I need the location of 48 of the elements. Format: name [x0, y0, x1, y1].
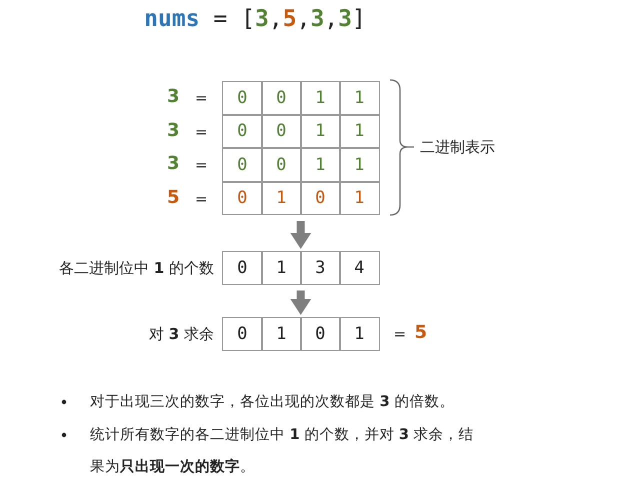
- arrow: [290, 290, 312, 315]
- grid-cell: 1: [300, 114, 340, 148]
- row-number: 3: [167, 87, 180, 107]
- row-number: 5: [167, 188, 180, 208]
- arrow: [290, 221, 312, 249]
- grid-cell: 1: [261, 182, 302, 215]
- brace-label: 二进制表示: [420, 137, 495, 157]
- equals-sign: =: [195, 122, 208, 142]
- grid-cell: 3: [300, 251, 340, 284]
- grid-cell: 0: [261, 81, 302, 114]
- bit-row: [222, 182, 380, 215]
- grid-cell: 4: [339, 251, 380, 284]
- grid-cell: 0: [222, 251, 262, 284]
- grid-cell: 0: [222, 182, 262, 215]
- title: nums = [3,5,3,3]: [143, 6, 367, 32]
- bit-row: [222, 148, 380, 182]
- row-label: 各二进制位中 1 的个数: [59, 258, 214, 278]
- grid-cell: 1: [261, 251, 302, 284]
- grid-cell: 0: [261, 148, 302, 182]
- equals-sign: =: [195, 88, 208, 108]
- grid-cell: 0: [300, 182, 340, 215]
- row-number: 3: [167, 120, 180, 140]
- row-number: 3: [167, 154, 180, 174]
- equals-sign: =: [394, 324, 406, 344]
- note-text: 统计所有数字的各二进制位中 1 的个数，并对 3 求余，结果为只出现一次的数字。: [90, 426, 475, 477]
- grid-cell: 0: [222, 114, 262, 148]
- grid-cell: 0: [222, 81, 262, 114]
- equals-sign: =: [195, 155, 208, 175]
- grid-cell: 0: [222, 317, 262, 350]
- bit-row: [222, 317, 380, 350]
- bit-row: [222, 114, 380, 148]
- grid-cell: 1: [300, 148, 340, 182]
- grid-cell: 1: [339, 81, 380, 114]
- grid-cell: 1: [339, 182, 380, 215]
- equals-sign: =: [195, 188, 208, 208]
- grid-cell: 0: [222, 148, 262, 182]
- result-number: 5: [414, 323, 428, 343]
- bit-row: [222, 251, 380, 284]
- row-label: 对 3 求余: [149, 324, 214, 344]
- grid-cell: 1: [261, 317, 302, 350]
- grid-cell: 1: [339, 317, 380, 350]
- grid-cell: 1: [300, 81, 340, 114]
- bit-row: [222, 81, 380, 114]
- note-text: 对于出现三次的数字，各位出现的次数都是 3 的倍数。: [90, 392, 456, 412]
- grid-cell: 1: [339, 114, 380, 148]
- grid-cell: 0: [300, 317, 340, 350]
- grid-cell: 1: [339, 148, 380, 182]
- grid-cell: 0: [261, 114, 302, 148]
